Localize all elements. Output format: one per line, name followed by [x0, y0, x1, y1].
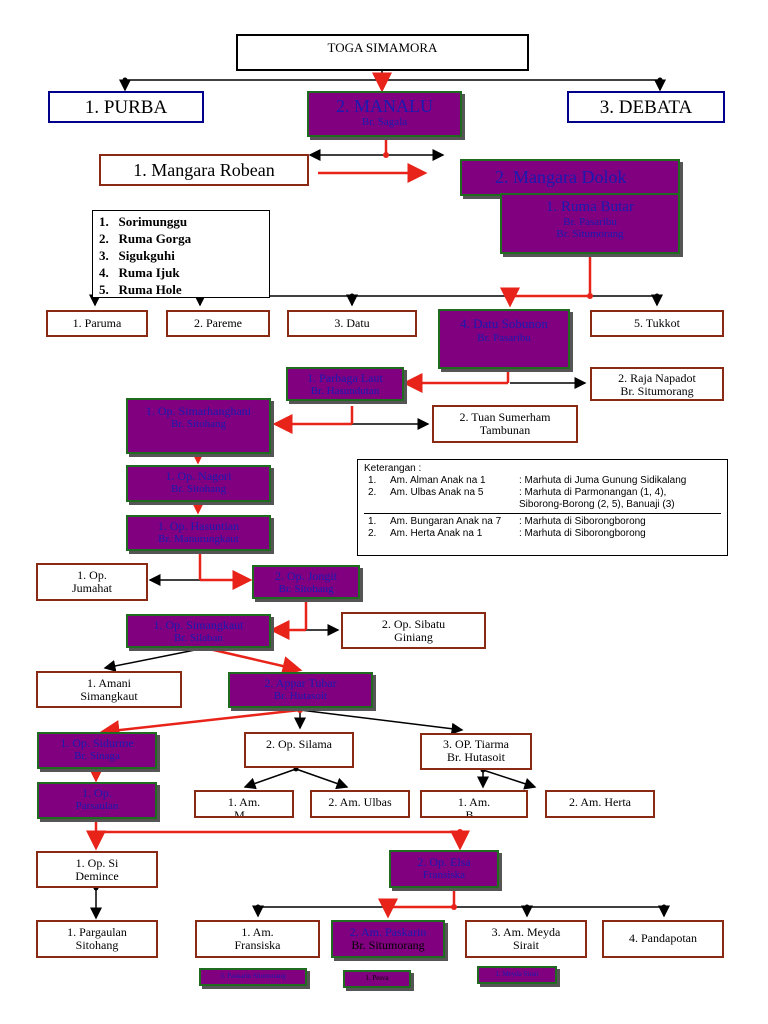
node-tiny-meyda: 1. Meyda Sirait — [477, 966, 557, 984]
node-tiny-pesva: 1. Pesva — [343, 970, 411, 988]
node-datu: 3. Datu — [287, 310, 417, 337]
list-item: 5. Ruma Hole — [99, 282, 182, 297]
node-am-ulbas: 2. Am. Ulbas — [310, 790, 410, 818]
node-am-herta: 2. Am. Herta — [545, 790, 655, 818]
list-item: 4. Ruma Ijuk — [99, 265, 180, 280]
node-tiny-paskarin: 3. Paskarin Situmorang — [199, 968, 307, 986]
list-item: 2. Ruma Gorga — [99, 231, 192, 246]
legend-title: Keterangan : — [364, 463, 422, 474]
node-mangara-robean: 1. Mangara Robean — [99, 154, 309, 186]
node-op-parsaulan: 1. Op.Parsaulan — [37, 782, 157, 819]
node-pareme: 2. Pareme — [166, 310, 270, 337]
node-toga-simamora: TOGA SIMAMORA — [236, 34, 529, 71]
node-paruma: 1. Paruma — [46, 310, 148, 337]
keterangan-legend: Keterangan : 1.Am. Alman Anak na 1: Marh… — [357, 459, 728, 556]
node-tukkot: 5. Tukkot — [590, 310, 724, 337]
node-op-silama: 2. Op. Silama — [244, 732, 354, 768]
list-item: 1. Sorimunggu — [99, 214, 188, 229]
node-debata: 3. DEBATA — [567, 91, 725, 123]
node-am-fransiska: 1. Am.Fransiska — [195, 920, 320, 958]
node-purba: 1. PURBA — [48, 91, 204, 123]
list-item: 3. Sigukguhi — [99, 248, 175, 263]
node-op-jumahat: 1. Op.Jumahat — [36, 563, 148, 601]
node-am-b: 1. Am.B... — [420, 790, 528, 818]
ruma-gorga-list: 1. Sorimunggu 2. Ruma Gorga 3. Sigukguhi… — [92, 210, 270, 298]
node-pandapotan: 4. Pandapotan — [602, 920, 724, 958]
node-mangara-dolok: 2. Mangara Dolok — [460, 159, 680, 196]
node-am-m: 1. Am.M... — [194, 790, 294, 818]
